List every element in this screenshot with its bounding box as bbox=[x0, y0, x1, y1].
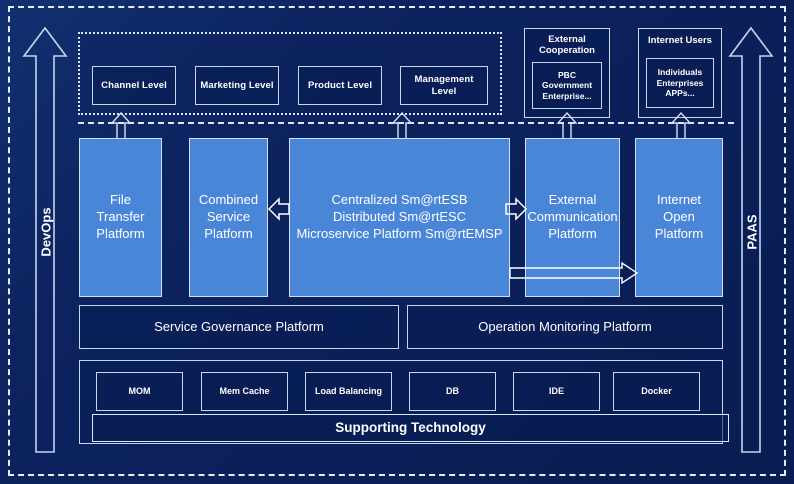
bar-service-governance[interactable]: Service Governance Platform bbox=[79, 305, 399, 349]
business-level-marketing-label: Marketing Level bbox=[200, 79, 274, 91]
technology-ide[interactable]: IDE bbox=[513, 372, 600, 411]
devops-arrow-label: DevOps bbox=[38, 207, 54, 257]
technology-docker-label: Docker bbox=[641, 385, 672, 396]
internet-users-inner-box[interactable]: Individuals Enterprises APPs... bbox=[646, 58, 714, 108]
technology-mem-cache[interactable]: Mem Cache bbox=[201, 372, 288, 411]
technology-ide-label: IDE bbox=[548, 385, 564, 396]
up-arrow-external-cooperation bbox=[556, 111, 578, 140]
paas-arrow-label: PAAS bbox=[744, 214, 760, 250]
business-level-product[interactable]: Product Level bbox=[298, 66, 382, 105]
business-level-management-label: Management Level bbox=[414, 74, 474, 97]
supporting-technology-label: Supporting Technology bbox=[335, 420, 486, 436]
platform-esb-line-1: Centralized Sm@rtESB bbox=[331, 192, 468, 208]
platform-combined-service-label: Combined Service Platform bbox=[198, 192, 259, 241]
external-cooperation-inner-box[interactable]: PBC Government Enterprise... bbox=[532, 62, 602, 109]
technology-load-balancing-label: Load Balancing bbox=[314, 385, 382, 396]
technology-db-label: DB bbox=[446, 385, 459, 396]
bar-service-governance-label: Service Governance Platform bbox=[154, 319, 324, 335]
business-level-channel[interactable]: Channel Level bbox=[92, 66, 176, 105]
up-arrow-internet-users bbox=[670, 111, 692, 140]
technology-mom[interactable]: MOM bbox=[96, 372, 183, 411]
external-cooperation-title: External Cooperation bbox=[539, 34, 595, 57]
bar-operation-monitoring-label: Operation Monitoring Platform bbox=[478, 319, 652, 335]
up-arrow-channel bbox=[110, 111, 132, 140]
arrow-esb-to-internet-open bbox=[509, 261, 639, 286]
platform-combined-service[interactable]: Combined Service Platform bbox=[189, 138, 268, 297]
platform-emsp-line-3: Microservice Platform Sm@rtEMSP bbox=[296, 225, 503, 241]
external-cooperation-inner-label: PBC Government Enterprise... bbox=[541, 69, 593, 101]
paas-arrow bbox=[728, 26, 774, 454]
business-level-channel-label: Channel Level bbox=[101, 79, 167, 91]
arrow-right-to-external-communication bbox=[505, 196, 528, 222]
internet-users-title: Internet Users bbox=[648, 35, 712, 46]
technology-mom-label: MOM bbox=[128, 385, 151, 396]
platform-esc-line-2: Distributed Sm@rtESC bbox=[332, 209, 467, 225]
bar-operation-monitoring[interactable]: Operation Monitoring Platform bbox=[407, 305, 723, 349]
business-level-management[interactable]: Management Level bbox=[400, 66, 488, 105]
platform-esb-esc-emsp[interactable]: Centralized Sm@rtESB Distributed Sm@rtES… bbox=[289, 138, 510, 297]
technology-load-balancing[interactable]: Load Balancing bbox=[305, 372, 392, 411]
technology-mem-cache-label: Mem Cache bbox=[219, 385, 270, 396]
platform-internet-open-label: Internet Open Platform bbox=[654, 192, 704, 241]
platform-external-communication-label: External Communication Platform bbox=[527, 192, 618, 241]
up-arrow-management bbox=[391, 111, 413, 140]
platform-file-transfer-label: File Transfer Platform bbox=[96, 192, 145, 241]
platform-file-transfer[interactable]: File Transfer Platform bbox=[79, 138, 162, 297]
technology-docker[interactable]: Docker bbox=[613, 372, 700, 411]
business-level-product-label: Product Level bbox=[307, 79, 373, 91]
business-level-marketing[interactable]: Marketing Level bbox=[195, 66, 279, 105]
arrow-left-to-combined bbox=[267, 196, 290, 222]
internet-users-inner-label: Individuals Enterprises APPs... bbox=[656, 67, 704, 99]
supporting-technology-bar[interactable]: Supporting Technology bbox=[92, 414, 729, 442]
devops-arrow bbox=[22, 26, 68, 454]
platform-internet-open[interactable]: Internet Open Platform bbox=[635, 138, 723, 297]
technology-db[interactable]: DB bbox=[409, 372, 496, 411]
platform-external-communication[interactable]: External Communication Platform bbox=[525, 138, 620, 297]
